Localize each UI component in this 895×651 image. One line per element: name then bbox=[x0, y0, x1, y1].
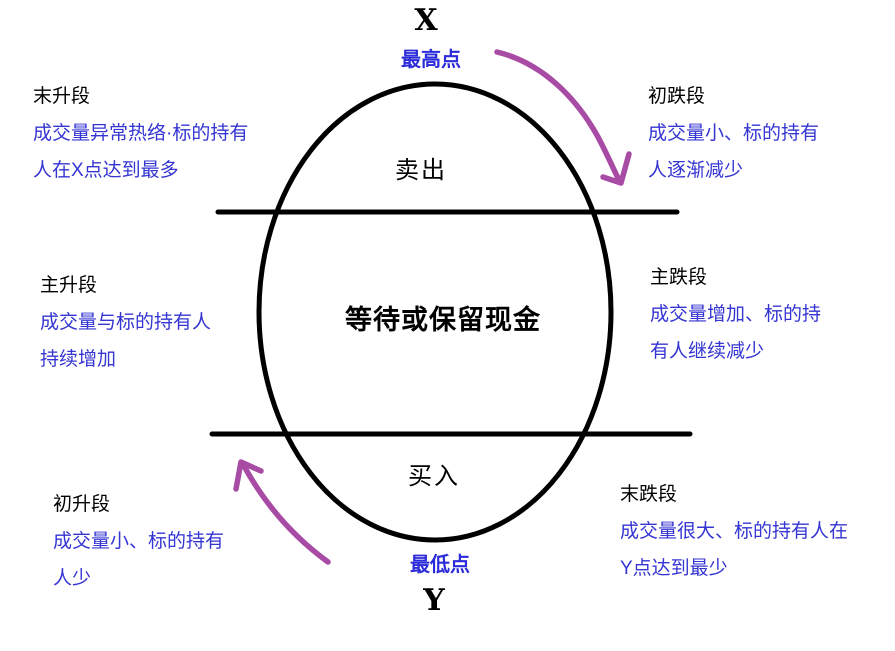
phase-desc-line: 成交量小、标的持有 bbox=[53, 531, 225, 552]
phase-desc-line: 人少 bbox=[53, 568, 92, 589]
phase-desc-line: 持续增加 bbox=[40, 349, 117, 370]
point-y: Y bbox=[423, 583, 445, 618]
phase-title: 初升段 bbox=[53, 494, 111, 515]
zone-sell-label: 卖出 bbox=[395, 157, 447, 184]
point-x: X bbox=[414, 3, 438, 38]
zone-buy-label: 买入 bbox=[408, 463, 460, 490]
cycle-ellipse bbox=[256, 81, 614, 543]
highest-point-label: 最高点 bbox=[401, 49, 461, 71]
annotation-final-decline-phase: 末跌段 成交量很大、标的持有人在 Y点达到最少 bbox=[620, 476, 848, 587]
phase-title: 末升段 bbox=[33, 86, 91, 107]
phase-desc-line: 成交量小、标的持有 bbox=[648, 123, 820, 144]
phase-desc-line: Y点达到最少 bbox=[620, 558, 728, 579]
rise-arrow-head bbox=[233, 459, 264, 492]
phase-desc-line: 成交量异常热络·标的持有 bbox=[33, 123, 249, 144]
rise-arrow bbox=[233, 459, 331, 565]
phase-desc-line: 人在X点达到最多 bbox=[33, 160, 179, 181]
annotation-main-rise-phase: 主升段 成交量与标的持有人 持续增加 bbox=[40, 267, 211, 378]
zone-wait-or-hold-cash-label: 等待或保留现金 bbox=[345, 305, 541, 335]
phase-title: 主跌段 bbox=[650, 267, 708, 288]
lowest-point-label: 最低点 bbox=[410, 554, 470, 576]
phase-desc-line: 成交量增加、标的持 bbox=[650, 304, 822, 325]
decline-arrow-shaft bbox=[494, 49, 622, 183]
phase-desc-line: 成交量很大、标的持有人在 bbox=[620, 521, 849, 542]
phase-desc-line: 有人继续减少 bbox=[650, 341, 765, 362]
phase-desc-line: 人逐渐减少 bbox=[648, 160, 744, 181]
rise-arrow-shaft bbox=[241, 463, 331, 565]
decline-arrow bbox=[494, 49, 632, 186]
phase-title: 初跌段 bbox=[648, 86, 706, 107]
annotation-initial-decline-phase: 初跌段 成交量小、标的持有 人逐渐减少 bbox=[648, 78, 819, 189]
phase-title: 主升段 bbox=[40, 275, 98, 296]
phase-title: 末跌段 bbox=[620, 484, 678, 505]
annotation-initial-rise-phase: 初升段 成交量小、标的持有 人少 bbox=[53, 486, 224, 597]
annotation-final-rise-phase: 末升段 成交量异常热络·标的持有 人在X点达到最多 bbox=[33, 78, 248, 189]
phase-desc-line: 成交量与标的持有人 bbox=[40, 312, 212, 333]
annotation-main-decline-phase: 主跌段 成交量增加、标的持 有人继续减少 bbox=[650, 259, 821, 370]
decline-arrow-head bbox=[600, 151, 632, 186]
